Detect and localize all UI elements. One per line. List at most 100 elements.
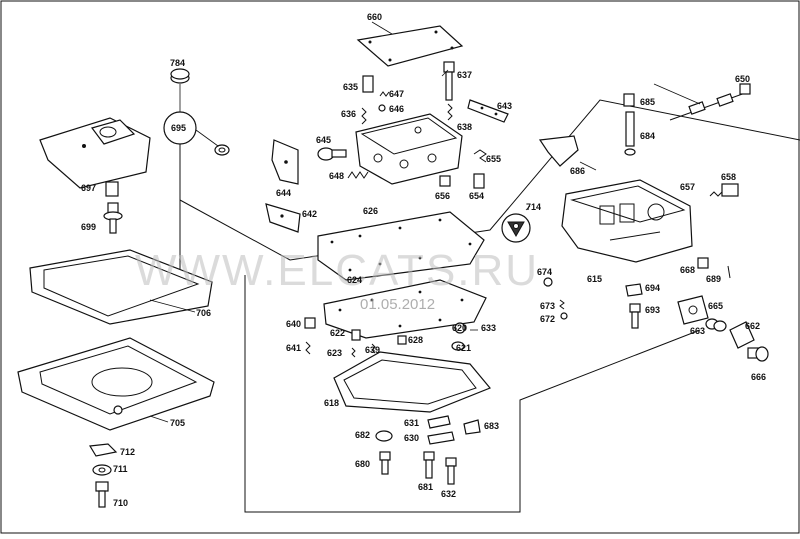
label-710: 710: [113, 498, 128, 508]
gasket-626: [317, 211, 485, 281]
plate-665: [677, 295, 709, 325]
label-618: 618: [324, 398, 339, 408]
gasket-706: [29, 249, 213, 325]
screw-645: [317, 147, 347, 161]
ball-672: [560, 312, 568, 320]
plug-628: [397, 335, 407, 345]
label-650: 650: [735, 74, 750, 84]
group-line-bottom: [244, 275, 701, 513]
plug-784: [170, 68, 190, 84]
label-631: 631: [404, 418, 419, 428]
bracket-686: [538, 135, 579, 167]
pin-689: [727, 265, 731, 279]
plug-654: [473, 173, 485, 189]
valve-body-upper: [355, 113, 463, 185]
label-636: 636: [341, 109, 356, 119]
callout-695: [163, 111, 197, 145]
bolt-680: [379, 451, 391, 475]
label-689: 689: [706, 274, 721, 284]
label-646: 646: [389, 104, 404, 114]
label-621: 621: [456, 343, 471, 353]
clip-683: [463, 419, 481, 435]
spring-641: [305, 341, 311, 355]
bolt-699: [103, 202, 123, 234]
label-630: 630: [404, 433, 419, 443]
valve-637: [443, 61, 455, 101]
label-632: 632: [441, 489, 456, 499]
label-680: 680: [355, 459, 370, 469]
label-686: 686: [570, 166, 585, 176]
label-674: 674: [537, 267, 552, 277]
washer-711: [92, 464, 112, 476]
label-711: 711: [113, 464, 128, 474]
label-620: 620: [452, 323, 467, 333]
label-647: 647: [389, 89, 404, 99]
spring-638: [447, 103, 453, 121]
label-705: 705: [170, 418, 185, 428]
connector-714: [501, 213, 531, 243]
plate-662: [729, 321, 755, 349]
sleeve-697: [105, 181, 119, 197]
plate-643: [467, 99, 509, 123]
spring-648: [347, 171, 369, 179]
clip-630: [427, 431, 455, 445]
plug-640: [304, 317, 316, 329]
label-714: 714: [526, 202, 541, 212]
clip-694: [625, 283, 643, 297]
label-624: 624: [347, 275, 362, 285]
watermark-text: WWW.ELCATS.RU: [135, 246, 539, 295]
ring-682: [375, 430, 393, 442]
valve-body-615: [561, 179, 693, 263]
label-656: 656: [435, 191, 450, 201]
label-682: 682: [355, 430, 370, 440]
plug-666: [747, 346, 769, 362]
plug-635: [362, 75, 374, 93]
spring-623: [351, 347, 356, 358]
label-626: 626: [363, 206, 378, 216]
bolt-710: [95, 481, 109, 508]
label-648: 648: [329, 171, 344, 181]
label-672: 672: [540, 314, 555, 324]
washer-695: [214, 144, 230, 156]
label-639: 639: [365, 345, 380, 355]
bolt-632: [445, 457, 457, 485]
label-658: 658: [721, 172, 736, 182]
label-638: 638: [457, 122, 472, 132]
label-684: 684: [640, 131, 655, 141]
label-695: 695: [171, 123, 186, 133]
spring-647: [379, 91, 390, 97]
label-654: 654: [469, 191, 484, 201]
label-635: 635: [343, 82, 358, 92]
spring-636: [361, 107, 367, 125]
label-706: 706: [196, 308, 211, 318]
label-665: 665: [708, 301, 723, 311]
label-694: 694: [645, 283, 660, 293]
valve-620: [454, 322, 466, 334]
valve-622: [351, 329, 361, 341]
label-615: 615: [587, 274, 602, 284]
label-681: 681: [418, 482, 433, 492]
label-660: 660: [367, 12, 382, 22]
label-622: 622: [330, 328, 345, 338]
separator-plate-624: [323, 279, 487, 339]
label-628: 628: [408, 335, 423, 345]
label-637: 637: [457, 70, 472, 80]
bolt-693: [629, 303, 641, 329]
lower-plate-618: [333, 351, 491, 413]
ball-646: [378, 104, 386, 112]
spring-673: [559, 299, 565, 310]
label-712: 712: [120, 447, 135, 457]
cover-plate-660: [356, 25, 464, 67]
valve-621: [451, 341, 465, 351]
label-657: 657: [680, 182, 695, 192]
label-784: 784: [170, 58, 185, 68]
watermark-date: 01.05.2012: [360, 296, 435, 313]
plug-668: [697, 257, 709, 269]
label-699: 699: [81, 222, 96, 232]
bolt-681: [423, 451, 435, 479]
label-662: 662: [745, 321, 760, 331]
label-655: 655: [486, 154, 501, 164]
label-663: 663: [690, 326, 705, 336]
clip-631: [427, 415, 451, 429]
